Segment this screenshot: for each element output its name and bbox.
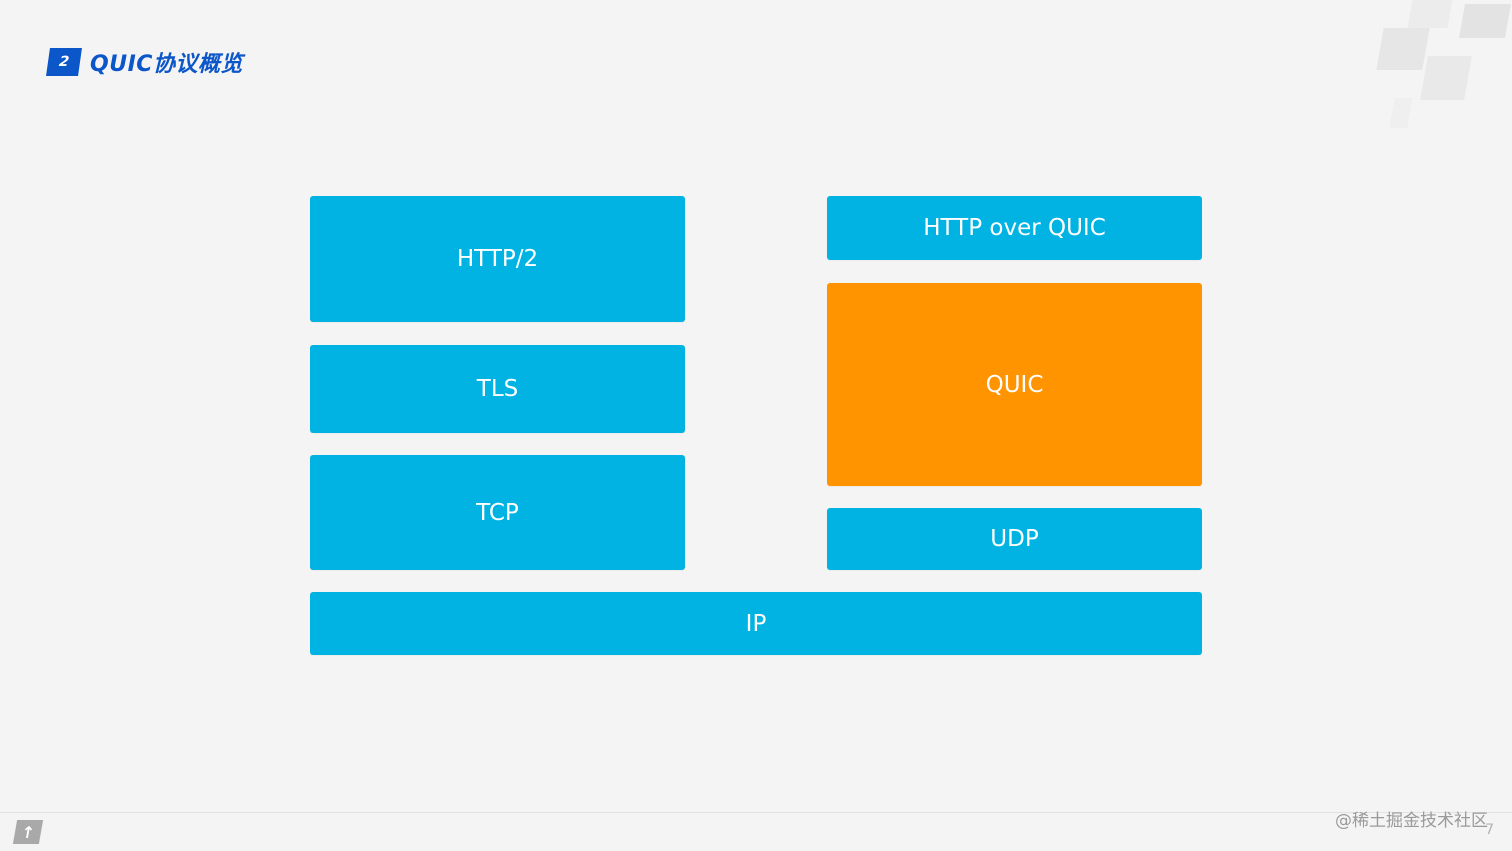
layer-tls: TLS: [310, 345, 685, 433]
page-number: 7: [1485, 822, 1494, 838]
up-arrow-logo-icon: ↑: [12, 820, 44, 844]
decorative-square: [1459, 4, 1511, 38]
layer-ip: IP: [310, 592, 1202, 655]
slide-title: 2 QUIC协议概览: [46, 46, 243, 78]
decorative-square: [1420, 56, 1472, 100]
layer-quic: QUIC: [827, 283, 1202, 486]
watermark-text: @稀土掘金技术社区: [1335, 811, 1488, 831]
page-title: QUIC协议概览: [90, 52, 243, 77]
footer-divider: [0, 812, 1512, 813]
decorative-square: [1389, 98, 1413, 128]
layer-udp: UDP: [827, 508, 1202, 570]
decorative-square: [1376, 28, 1430, 70]
layer-tcp: TCP: [310, 455, 685, 570]
layer-http-over-quic: HTTP over QUIC: [827, 196, 1202, 260]
layer-http2: HTTP/2: [310, 196, 685, 322]
section-number-badge: 2: [46, 48, 82, 76]
decorative-square: [1407, 0, 1453, 28]
